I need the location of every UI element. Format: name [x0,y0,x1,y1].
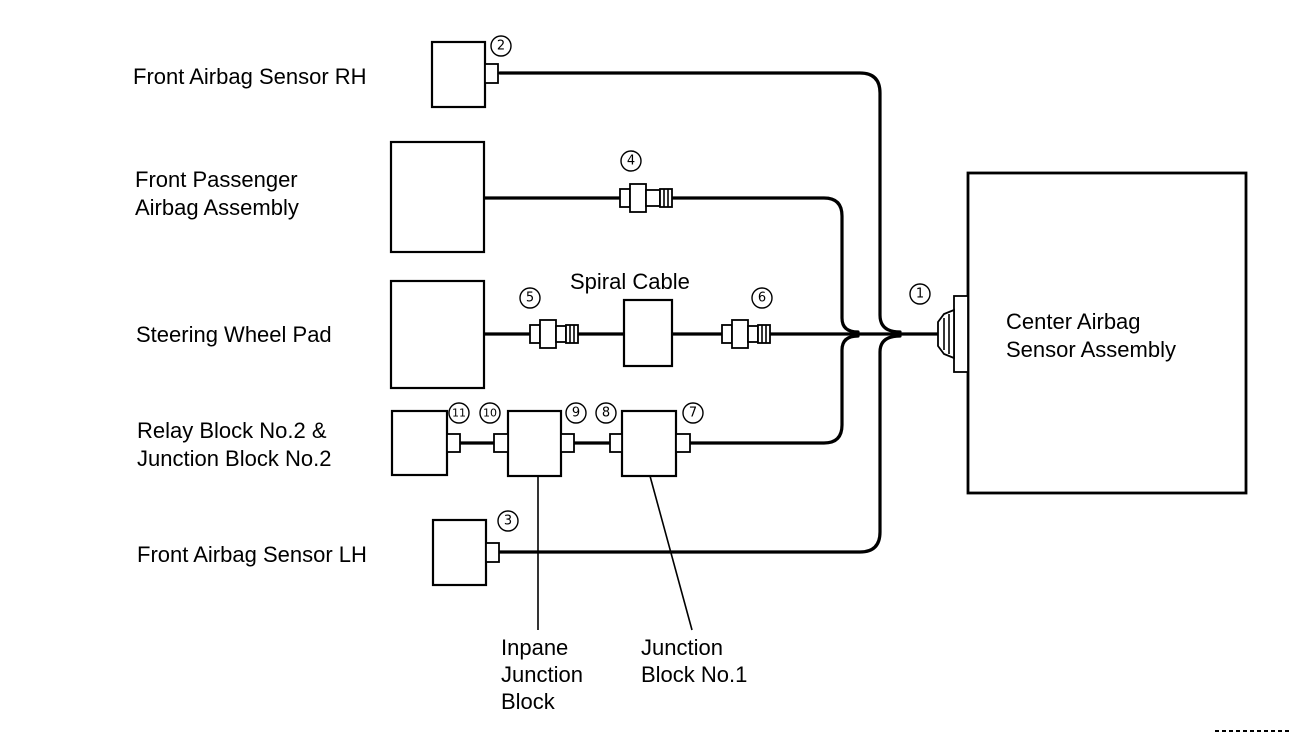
wire-sensor-rh [498,71,902,334]
inline-connector-6 [721,319,771,349]
plug-inpane-in [493,433,509,453]
plug-sensor-rh [484,63,499,84]
label-relay-block-2: Junction Block No.2 [137,446,331,471]
connector-marker-5: 5 [519,287,541,309]
svg-text:10: 10 [483,407,497,420]
label-junction-block-1-1: Junction [641,635,723,660]
wire-junction-block-1 [688,334,860,445]
connector-marker-7: 7 [682,402,704,424]
svg-text:11: 11 [452,407,466,420]
svg-text:5: 5 [526,291,534,306]
svg-text:9: 9 [572,406,580,421]
spiral-cable-box [622,298,674,368]
label-front-passenger-1: Front Passenger [135,167,298,192]
connector-marker-1: 1 [909,283,931,305]
label-center-airbag-2: Sensor Assembly [1006,337,1176,362]
passenger-airbag-box [389,140,486,254]
plug-jb1-out [675,433,691,453]
label-front-airbag-sensor-lh: Front Airbag Sensor LH [137,542,367,567]
plug-jb1-in [609,433,623,453]
center-connector-flange [953,295,969,373]
label-spiral-cable: Spiral Cable [570,269,690,294]
label-steering-wheel-pad: Steering Wheel Pad [136,322,332,347]
connector-marker-3: 3 [497,510,519,532]
plug-relay-out [446,433,461,453]
connector-marker-11: 11 [448,402,470,424]
inline-connector-4 [619,183,673,213]
label-center-airbag-1: Center Airbag [1006,309,1141,334]
connector-marker-9: 9 [565,402,587,424]
sensor-rh-box [430,40,487,109]
inpane-junction-box [506,409,563,478]
svg-text:6: 6 [758,291,766,306]
label-inpane-3: Block [501,689,556,714]
label-relay-block-1: Relay Block No.2 & [137,418,327,443]
relay-block-box [390,409,449,477]
label-inpane-1: Inpane [501,635,568,660]
plug-sensor-lh [485,542,500,563]
svg-text:1: 1 [916,287,924,302]
center-airbag-box [966,171,1248,495]
connector-marker-10: 10 [479,402,501,424]
plug-inpane-out [560,433,575,453]
wire-sensor-lh [498,334,902,554]
connector-marker-8: 8 [595,402,617,424]
svg-text:8: 8 [602,406,610,421]
label-inpane-2: Junction [501,662,583,687]
wire-passenger-airbag [482,196,860,334]
svg-text:4: 4 [627,154,635,169]
svg-text:3: 3 [504,514,512,529]
sensor-lh-box [431,518,488,587]
inline-connector-5 [529,319,579,349]
svg-text:2: 2 [497,39,505,54]
steering-pad-box [389,279,486,390]
connector-marker-4: 4 [620,150,642,172]
connector-marker-6: 6 [751,287,773,309]
svg-text:7: 7 [689,406,697,421]
leader-junction-block-1 [649,475,693,631]
junction-block-1-box [620,409,678,478]
center-connector-plug [937,308,955,360]
label-front-airbag-sensor-rh: Front Airbag Sensor RH [133,64,367,89]
label-front-passenger-2: Airbag Assembly [135,195,299,220]
connector-marker-2: 2 [490,35,512,57]
label-junction-block-1-2: Block No.1 [641,662,747,687]
